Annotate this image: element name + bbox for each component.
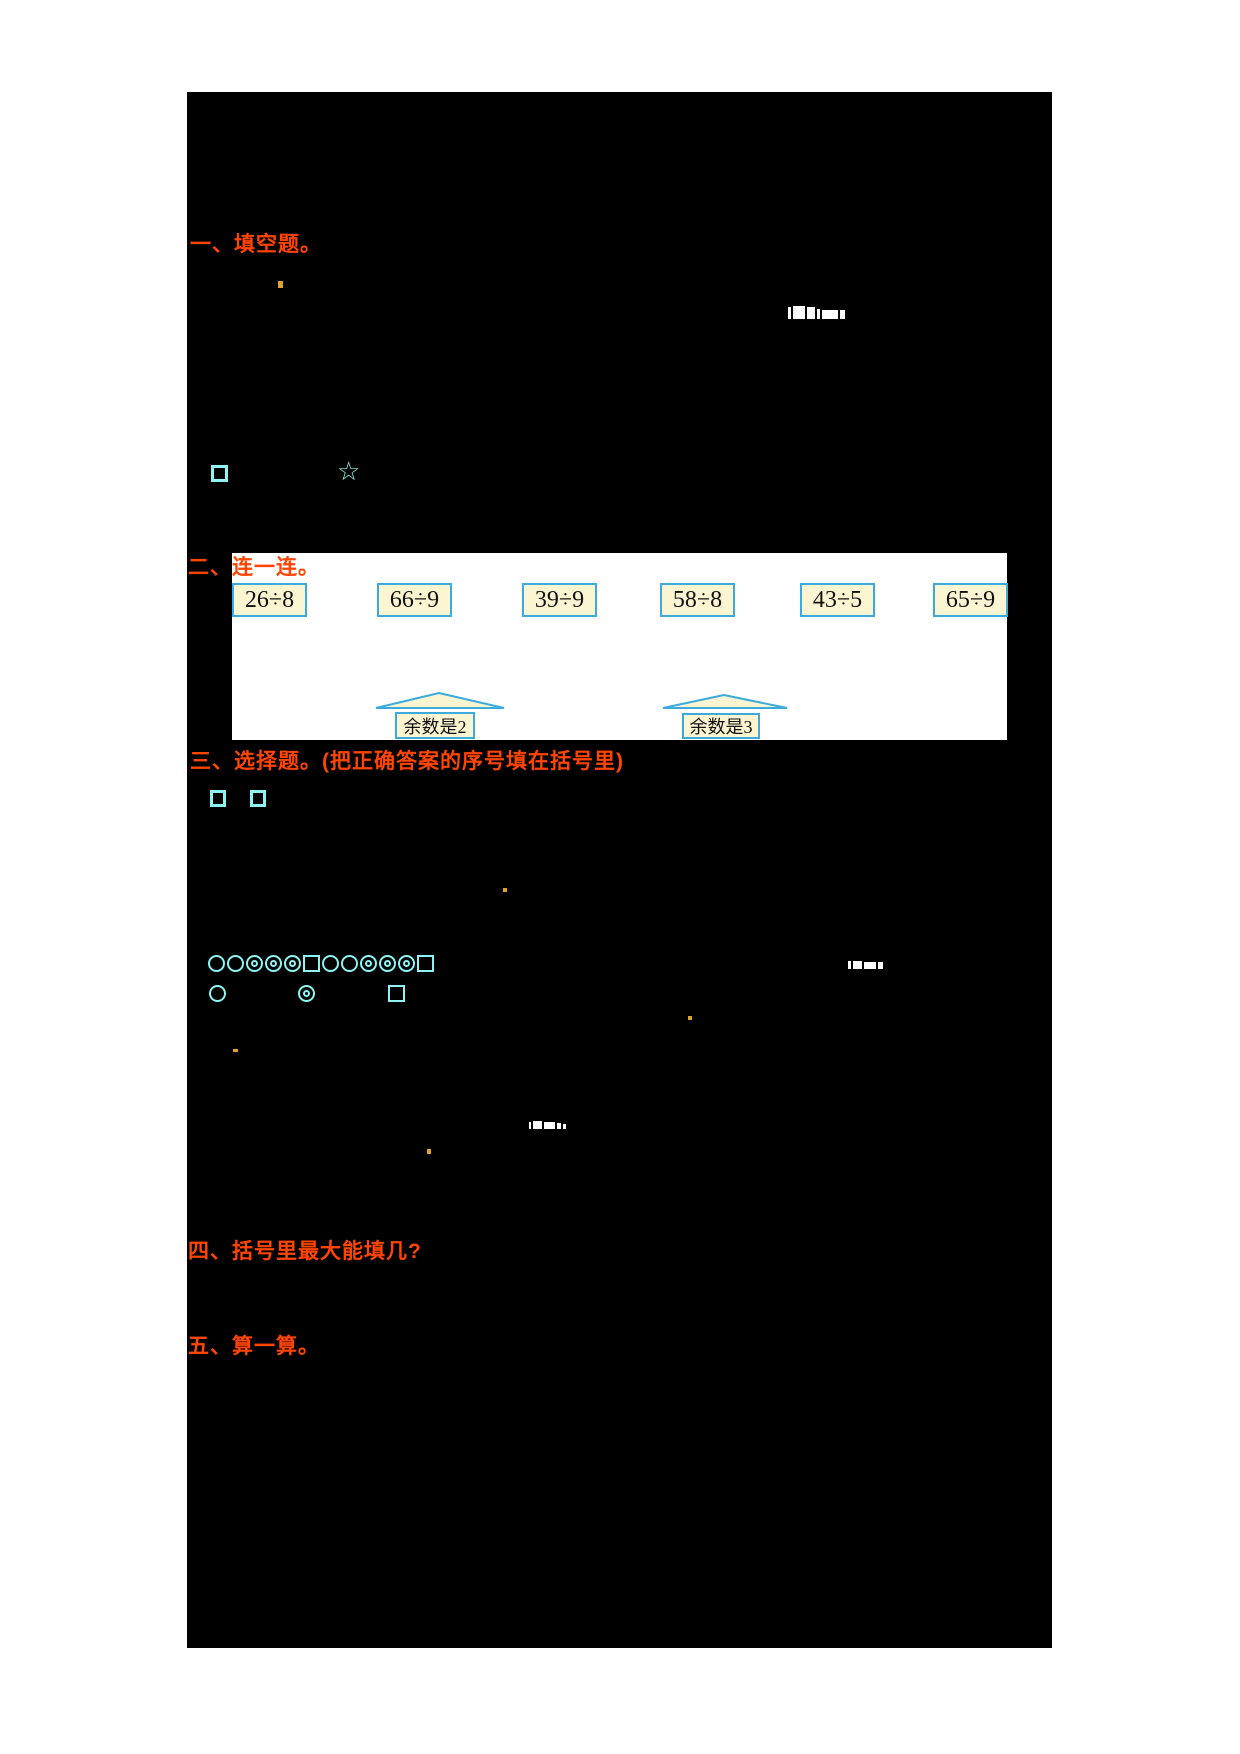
target-symbol-icon (284, 955, 301, 972)
target-dot (365, 960, 372, 967)
answer-square-icon (250, 790, 266, 807)
square-outline-icon (211, 465, 228, 482)
target-dot (384, 960, 391, 967)
orange-speck (688, 1016, 692, 1020)
target-dot (403, 960, 410, 967)
arrow-roof-icon (662, 693, 788, 709)
star-outline-icon: ☆ (337, 456, 361, 486)
circle-symbol-icon (227, 955, 244, 972)
circle-symbol-icon (209, 985, 226, 1002)
square-symbol-icon (388, 985, 405, 1002)
target-dot (303, 990, 310, 997)
section-4-heading: 四、括号里最大能填几? (188, 1240, 422, 1263)
symbol-sequence-row (208, 955, 434, 972)
remainder-3-box: 余数是3 (682, 713, 760, 739)
matching-panel: 余数是2 余数是3 26÷8 66÷9 39÷9 58÷8 43÷5 65÷9 (232, 553, 1008, 740)
circle-symbol-icon (208, 955, 225, 972)
target-symbol-icon (398, 955, 415, 972)
target-symbol-icon (379, 955, 396, 972)
section-3-heading: 三、选择题。(把正确答案的序号填在括号里) (190, 750, 624, 773)
circle-symbol-icon (341, 955, 358, 972)
target-dot (289, 960, 296, 967)
answer-square-icon (210, 790, 226, 807)
division-problem-box: 65÷9 (933, 583, 1008, 617)
section-2-heading: 二、连一连。 (188, 556, 320, 579)
division-problem-box: 26÷8 (232, 583, 307, 617)
target-dot (270, 960, 277, 967)
target-symbol-icon (265, 955, 282, 972)
worksheet-page: 一、填空题。 ☆ 二、连一连。 余数是2 余数是3 26÷8 66÷9 39÷9 58… (187, 92, 1052, 1648)
division-problem-box: 39÷9 (522, 583, 597, 617)
target-symbol-icon (298, 985, 315, 1002)
circle-symbol-icon (322, 955, 339, 972)
section-1-heading: 一、填空题。 (190, 233, 322, 256)
division-problem-box: 43÷5 (800, 583, 875, 617)
square-symbol-icon (303, 955, 320, 972)
remainder-2-box: 余数是2 (395, 712, 475, 739)
orange-speck (503, 888, 507, 892)
arrow-roof-icon (375, 691, 505, 709)
orange-speck (427, 1149, 431, 1154)
watermark-blob (788, 306, 845, 319)
orange-speck (233, 1049, 238, 1052)
square-symbol-icon (417, 955, 434, 972)
orange-speck (278, 281, 283, 288)
division-problem-box: 66÷9 (377, 583, 452, 617)
target-symbol-icon (360, 955, 377, 972)
watermark-blob (848, 961, 883, 969)
target-dot (251, 960, 258, 967)
target-symbol-icon (246, 955, 263, 972)
section-5-heading: 五、算一算。 (188, 1335, 320, 1358)
watermark-blob (529, 1121, 566, 1129)
division-problem-box: 58÷8 (660, 583, 735, 617)
